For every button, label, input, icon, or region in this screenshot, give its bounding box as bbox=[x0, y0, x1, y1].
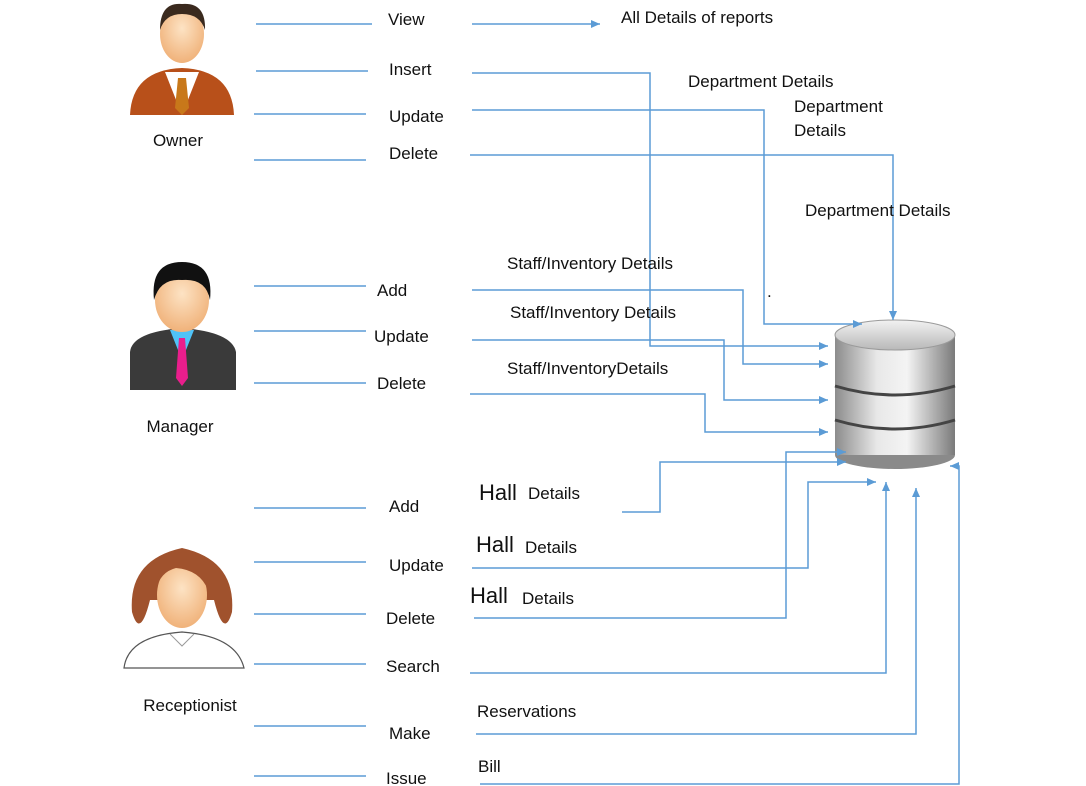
manager-add-label: Add bbox=[377, 281, 407, 300]
actor-manager-label: Manager bbox=[146, 417, 213, 436]
actor-lines bbox=[254, 23, 372, 777]
connector-owner-update bbox=[472, 109, 862, 328]
receptionist-delete-label: Delete bbox=[386, 609, 435, 628]
flow-label-hall-2-details: Details bbox=[525, 538, 577, 557]
receptionist-make-label: Make bbox=[389, 724, 431, 743]
flow-label-staff-inventory-3: Staff/InventoryDetails bbox=[507, 359, 668, 378]
flow-label-department-details-2a: Department bbox=[794, 97, 883, 116]
flow-label-department-details-2b: Details bbox=[794, 121, 846, 140]
connector-manager-delete bbox=[470, 393, 828, 436]
owner-insert-label: Insert bbox=[389, 60, 432, 79]
receptionist-update-label: Update bbox=[389, 556, 444, 575]
database-icon bbox=[834, 319, 956, 469]
connector-receptionist-search bbox=[470, 482, 890, 674]
flow-label-hall-3: Hall bbox=[470, 583, 508, 608]
connector-receptionist-delete bbox=[474, 448, 846, 619]
receptionist-avatar-icon bbox=[123, 548, 245, 669]
connector-receptionist-issue bbox=[480, 462, 960, 785]
owner-delete-label: Delete bbox=[389, 144, 438, 163]
owner-view-label: View bbox=[388, 10, 425, 29]
actor-receptionist-label: Receptionist bbox=[143, 696, 237, 715]
flow-label-hall-3-details: Details bbox=[522, 589, 574, 608]
flow-label-department-details-1: Department Details bbox=[688, 72, 834, 91]
connector-owner-insert bbox=[472, 72, 828, 350]
connector-receptionist-update bbox=[472, 478, 876, 569]
manager-avatar-icon bbox=[130, 262, 236, 390]
owner-update-label: Update bbox=[389, 107, 444, 126]
flow-label-bill: Bill bbox=[478, 757, 501, 776]
connector-owner-delete bbox=[470, 154, 897, 320]
flow-label-staff-inventory-1: Staff/Inventory Details bbox=[507, 254, 673, 273]
flow-label-reservations: Reservations bbox=[477, 702, 576, 721]
actor-owner-label: Owner bbox=[153, 131, 203, 150]
connector-receptionist-make bbox=[476, 488, 920, 735]
manager-delete-label: Delete bbox=[377, 374, 426, 393]
connector-manager-update bbox=[472, 339, 828, 404]
connector-manager-add bbox=[472, 289, 828, 368]
flow-label-dot: . bbox=[767, 282, 772, 301]
owner-avatar-icon bbox=[130, 3, 234, 115]
flow-label-department-details-3: Department Details bbox=[805, 201, 951, 220]
flow-label-hall-1: Hall bbox=[479, 480, 517, 505]
receptionist-search-label: Search bbox=[386, 657, 440, 676]
flow-label-staff-inventory-2: Staff/Inventory Details bbox=[510, 303, 676, 322]
flow-label-hall-2: Hall bbox=[476, 532, 514, 557]
flow-label-hall-1-details: Details bbox=[528, 484, 580, 503]
connectors bbox=[470, 20, 960, 785]
receptionist-add-label: Add bbox=[389, 497, 419, 516]
flow-label-all-details-of-reports: All Details of reports bbox=[621, 8, 773, 27]
manager-update-label: Update bbox=[374, 327, 429, 346]
receptionist-issue-label: Issue bbox=[386, 769, 427, 786]
connector-receptionist-add bbox=[622, 458, 846, 513]
